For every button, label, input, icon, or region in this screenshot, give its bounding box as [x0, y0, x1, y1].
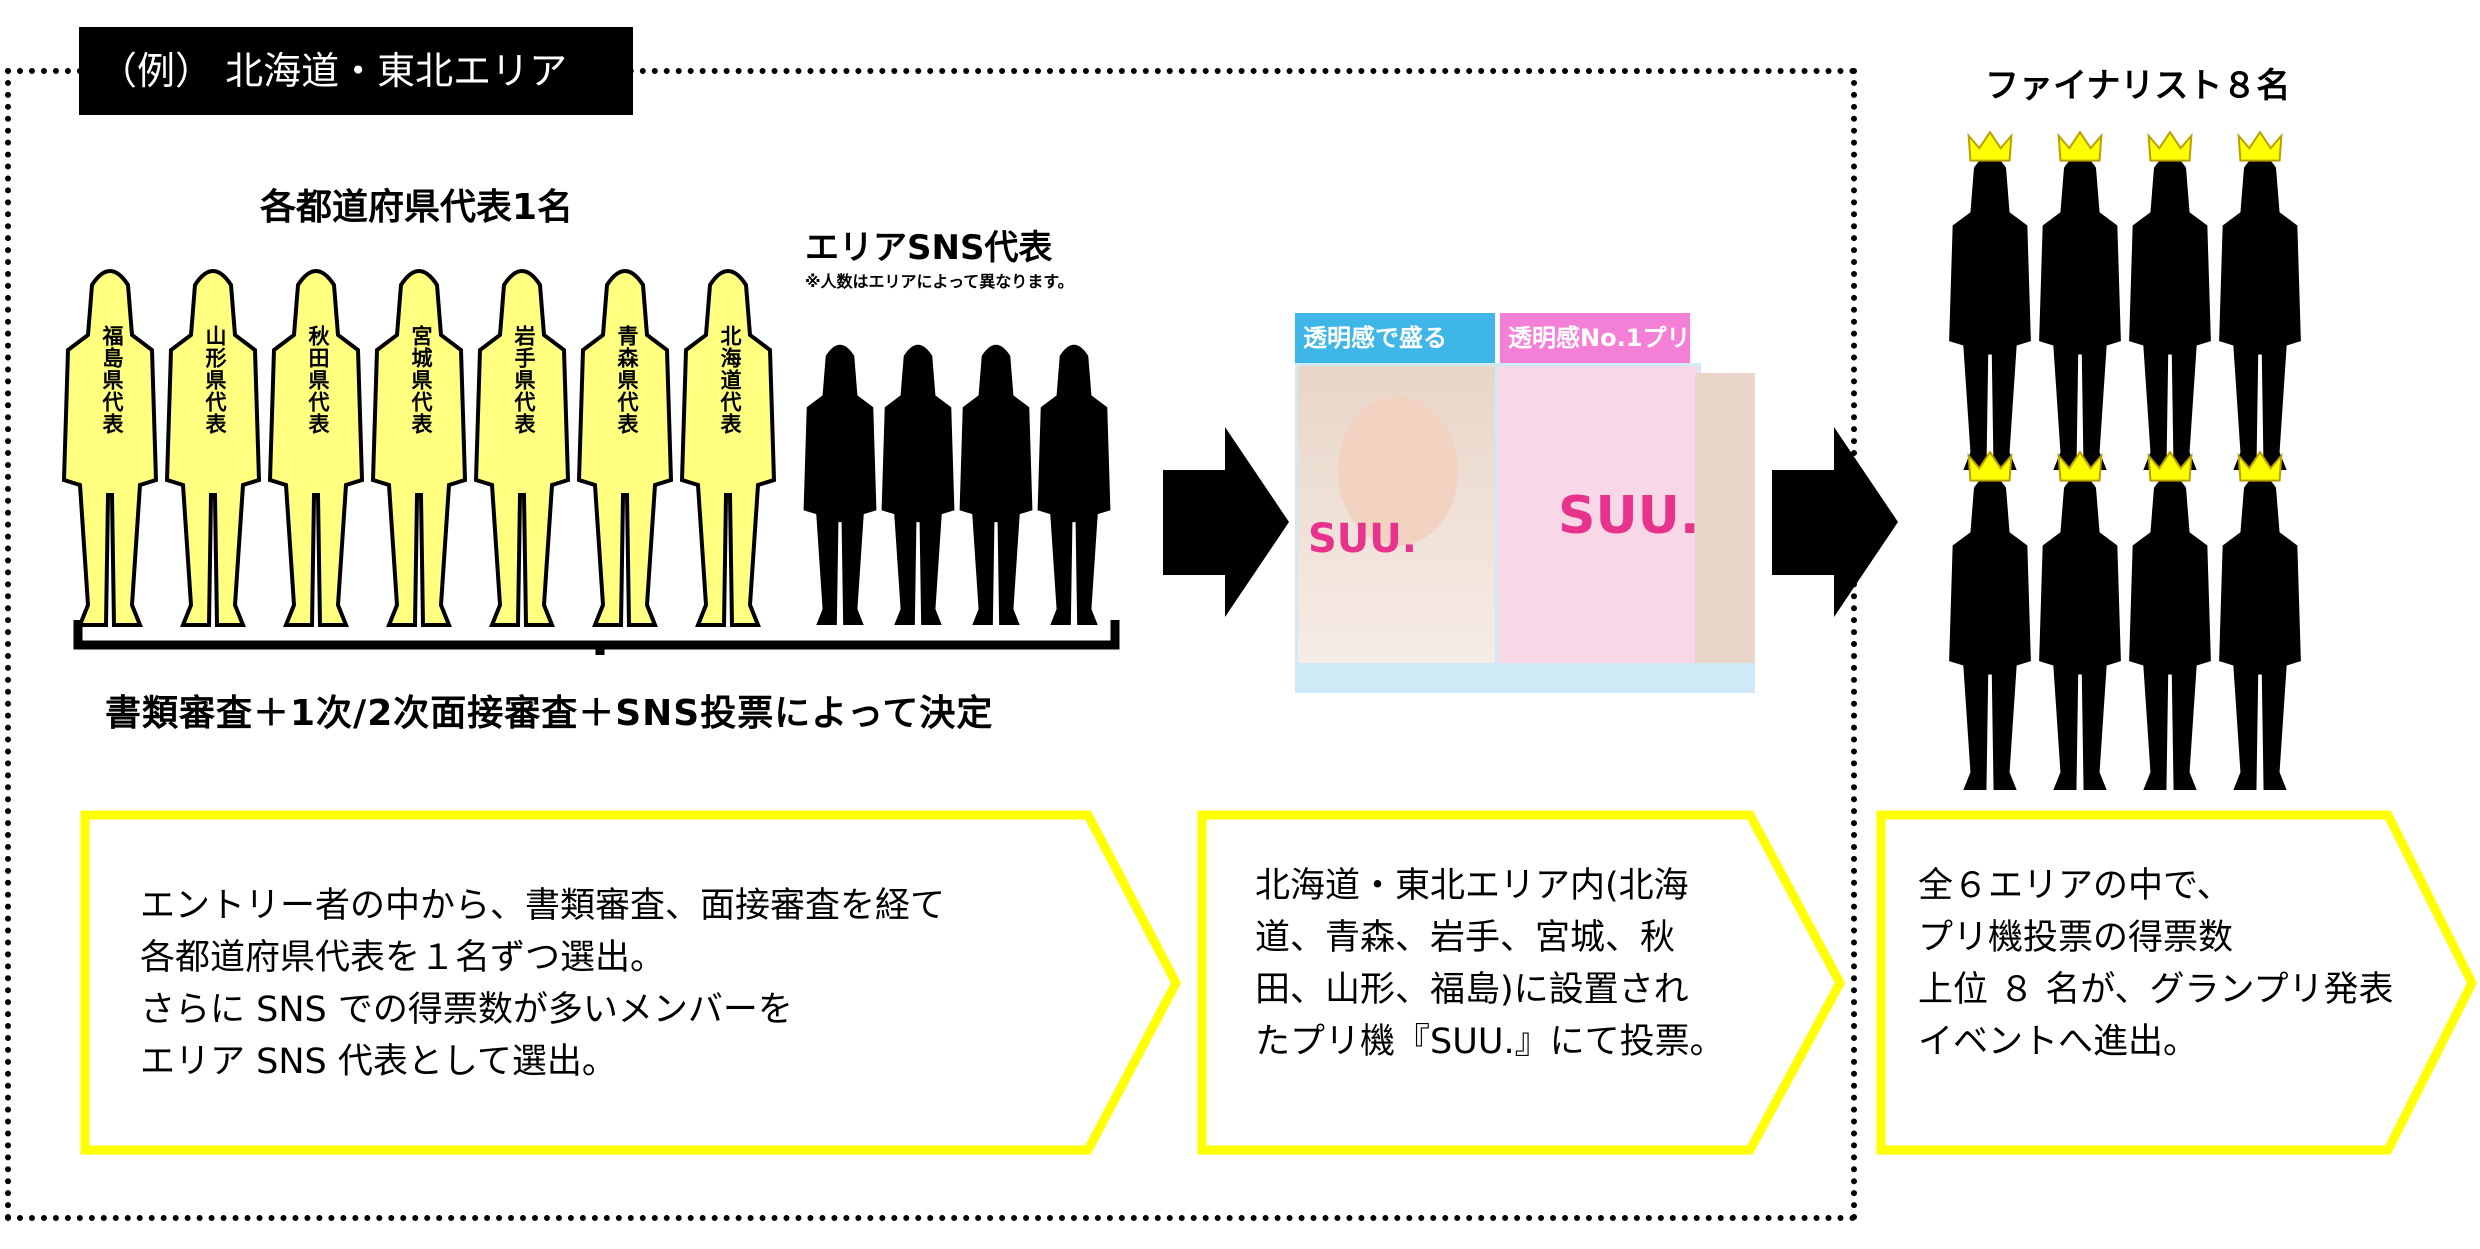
finalist-silhouette — [2219, 130, 2301, 471]
text-line: たプリ機『SUU.』にて投票。 — [1255, 1022, 1725, 1062]
prefecture-label: 宮城県代表 — [409, 325, 433, 435]
sns-representative-silhouette — [881, 344, 955, 625]
prefecture-label: 秋田県代表 — [306, 325, 330, 435]
finalist-silhouette — [2039, 130, 2121, 471]
booth-right-panel: SUU. — [1495, 363, 1701, 669]
arrow-right-icon — [1163, 427, 1289, 617]
text-line: さらに SNS での得票数が多いメンバーを — [140, 990, 793, 1030]
prefecture-label: 北海道代表 — [718, 325, 742, 435]
crown-icon — [2057, 450, 2103, 482]
finalist-silhouette — [2129, 130, 2211, 471]
step-box-3 — [1876, 810, 2478, 1155]
sns-representative-silhouette — [803, 344, 877, 625]
sns-count-note: ※人数はエリアによって異なります。 — [805, 272, 1074, 291]
brand-logo-center: SUU. — [1558, 486, 1700, 546]
sns-representative-silhouette — [1037, 344, 1111, 625]
text-line: エントリー者の中から、書類審査、面接審査を経て — [140, 886, 946, 926]
crown-icon — [2237, 450, 2283, 482]
booth-base — [1295, 663, 1755, 693]
text-line: エリア SNS 代表として選出。 — [140, 1042, 617, 1082]
booth-side-panel — [1695, 373, 1755, 663]
finalist-silhouette — [1949, 450, 2031, 790]
crown-icon — [1967, 450, 2013, 482]
prefecture-representative-silhouette — [267, 269, 365, 627]
prefecture-representative-silhouette — [164, 269, 262, 627]
model-face-image — [1338, 396, 1458, 546]
step-2-description: 北海道・東北エリア内(北海 道、青森、岩手、宮城、秋 田、山形、福島)に設置され… — [1255, 860, 1725, 1068]
crown-icon — [2057, 130, 2103, 162]
booth-sign-left: 透明感で盛る — [1295, 313, 1495, 363]
sns-representative-silhouette — [959, 344, 1033, 625]
prefecture-representatives-heading: 各都道府県代表1名 — [260, 187, 574, 228]
grouping-bracket — [73, 620, 1120, 655]
step-3-description: 全６エリアの中で、 プリ機投票の得票数 上位 ８ 名が、グランプリ発表 イベント… — [1918, 860, 2394, 1068]
text-line: 道、青森、岩手、宮城、秋 — [1255, 918, 1676, 958]
arrow-right-icon — [1772, 427, 1898, 617]
sns-representatives-heading: エリアSNS代表 — [805, 228, 1053, 268]
step-box-2 — [1197, 810, 1846, 1155]
area-example-border — [5, 68, 1857, 1221]
finalist-silhouette — [2129, 450, 2211, 790]
crown-icon — [2147, 450, 2193, 482]
booth-sign-right: 透明感No.1プリ — [1500, 313, 1690, 363]
text-line: 上位 ８ 名が、グランプリ発表 — [1918, 970, 2394, 1010]
selection-method-text: 書類審査＋1次/2次面接審査＋SNS投票によって決定 — [105, 693, 994, 734]
text-line: イベントへ進出。 — [1918, 1022, 2199, 1062]
crown-icon — [2147, 130, 2193, 162]
finalist-silhouette — [2219, 450, 2301, 790]
prefecture-representative-silhouette — [370, 269, 468, 627]
prefecture-representative-silhouette — [576, 269, 674, 627]
prefecture-representative-silhouette — [473, 269, 571, 627]
step-box-1 — [80, 810, 1182, 1155]
prefecture-label: 山形県代表 — [203, 325, 227, 435]
text-line: 田、山形、福島)に設置され — [1255, 970, 1689, 1010]
finalists-heading: ファイナリスト８名 — [1985, 66, 2291, 106]
text-line: 全６エリアの中で、 — [1918, 866, 2232, 906]
prefecture-representative-silhouette — [679, 269, 777, 627]
prefecture-label: 岩手県代表 — [512, 325, 536, 435]
booth-left-panel-photo: SUU. — [1295, 363, 1501, 669]
area-title: （例） 北海道・東北エリア — [79, 27, 633, 115]
prefecture-representative-silhouette — [61, 269, 159, 627]
crown-icon — [2237, 130, 2283, 162]
finalist-silhouette — [2039, 450, 2121, 790]
crown-icon — [1967, 130, 2013, 162]
finalist-silhouette — [1949, 130, 2031, 471]
text-line: プリ機投票の得票数 — [1918, 918, 2234, 958]
text-line: 各都道府県代表を１名ずつ選出。 — [140, 938, 666, 978]
photo-booth-machine: SUU. SUU. 透明感で盛る 透明感No.1プリ — [1295, 293, 1755, 693]
prefecture-label: 福島県代表 — [100, 325, 124, 435]
text-line: 北海道・東北エリア内(北海 — [1255, 866, 1689, 906]
step-1-description: エントリー者の中から、書類審査、面接審査を経て 各都道府県代表を１名ずつ選出。 … — [140, 880, 945, 1088]
prefecture-label: 青森県代表 — [615, 325, 639, 435]
brand-logo-left: SUU. — [1308, 516, 1417, 562]
